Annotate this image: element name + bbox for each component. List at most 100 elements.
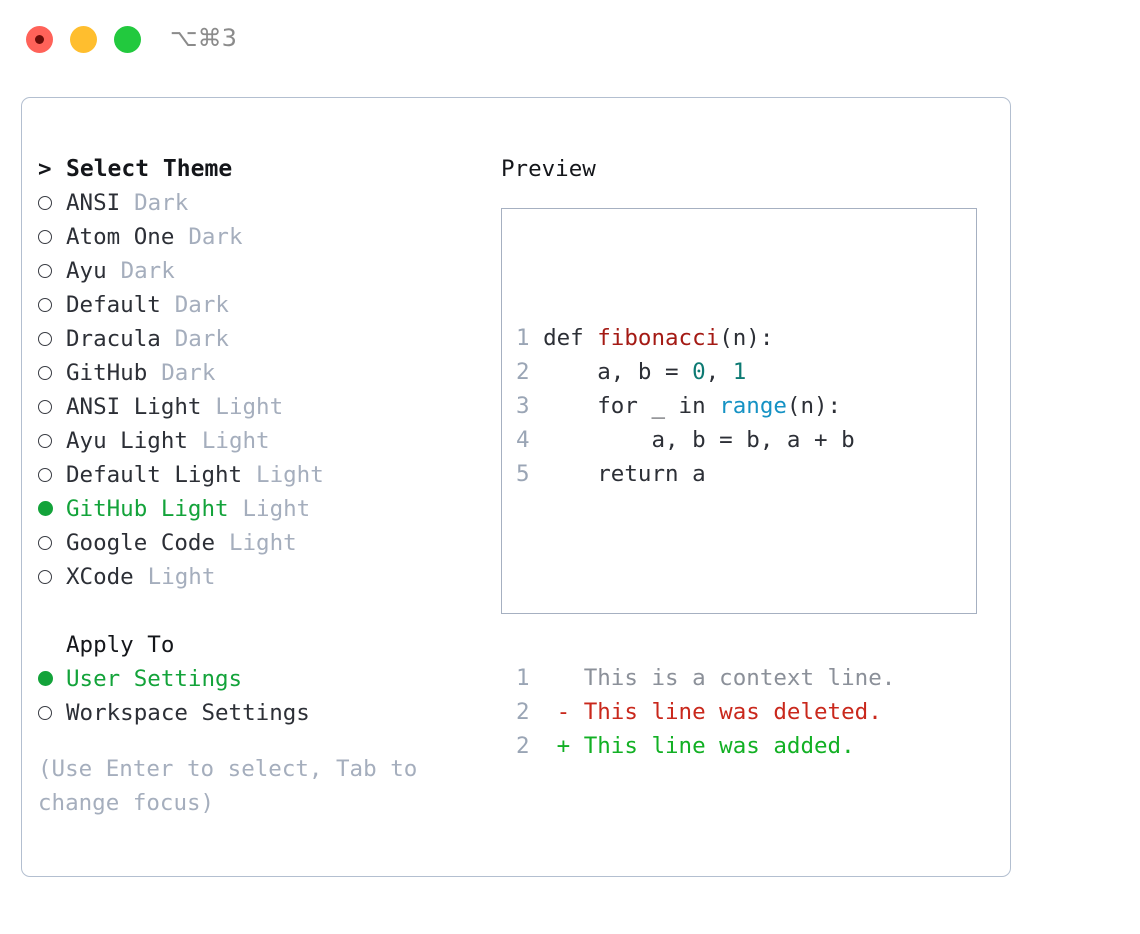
theme-mode-badge: Dark	[134, 190, 189, 216]
code-line: 1 def fibonacci(n):	[516, 321, 895, 355]
radio-unselected-icon	[38, 560, 66, 594]
close-button[interactable]	[26, 26, 53, 53]
theme-name-label: Default Light	[66, 462, 243, 488]
theme-name-label: Ayu	[66, 258, 107, 284]
code-line: 3 for _ in range(n):	[516, 389, 895, 423]
apply-to-option-label: Workspace Settings	[66, 700, 310, 726]
code-token: ,	[705, 359, 733, 385]
prompt-caret-icon: >	[38, 156, 52, 182]
theme-mode-badge: Dark	[120, 258, 175, 284]
theme-name-label: Default	[66, 292, 161, 318]
maximize-button[interactable]	[114, 26, 141, 53]
radio-unselected-icon	[38, 254, 66, 288]
preview-title: Preview	[501, 156, 596, 182]
radio-unselected-icon	[38, 526, 66, 560]
theme-mode-badge: Light	[228, 530, 297, 556]
theme-option-row[interactable]: Ayu Light Light	[38, 424, 478, 458]
radio-unselected-icon	[38, 458, 66, 492]
theme-option-row[interactable]: Atom One Dark	[38, 220, 478, 254]
theme-name-label: ANSI	[66, 190, 121, 216]
apply-to-option-row[interactable]: Workspace Settings	[38, 696, 478, 730]
diff-line-number: 2	[516, 733, 530, 759]
code-token: 1	[732, 359, 747, 385]
diff-lines: 1 This is a context line. 2 - This line w…	[516, 661, 895, 763]
diff-sign: +	[556, 733, 571, 759]
diff-line: 1 This is a context line.	[516, 661, 895, 695]
line-number: 1	[516, 325, 530, 351]
theme-mode-badge: Dark	[174, 326, 229, 352]
code-token: (n):	[786, 393, 842, 419]
radio-unselected-icon	[38, 696, 66, 730]
diff-line: 2 + This line was added.	[516, 729, 895, 763]
code-token: fibonacci	[597, 325, 720, 351]
diff-line-number: 2	[516, 699, 530, 725]
diff-text: This is a context line.	[583, 665, 896, 691]
diff-text: This line was deleted.	[583, 699, 882, 725]
theme-mode-badge: Dark	[188, 224, 243, 250]
theme-mode-badge: Light	[242, 496, 311, 522]
theme-name-label: Atom One	[66, 224, 175, 250]
line-number: 4	[516, 427, 530, 453]
apply-to-option-label: User Settings	[66, 666, 243, 692]
line-number: 5	[516, 461, 530, 487]
theme-option-row[interactable]: ANSI Dark	[38, 186, 478, 220]
code-diff-gap	[516, 559, 895, 593]
theme-list-header: > Select Theme	[38, 152, 478, 186]
theme-option-row[interactable]: Dracula Dark	[38, 322, 478, 356]
radio-selected-icon	[38, 662, 66, 696]
radio-unselected-icon	[38, 424, 66, 458]
theme-option-row[interactable]: Default Dark	[38, 288, 478, 322]
radio-selected-icon	[38, 492, 66, 526]
window-controls	[26, 26, 141, 53]
theme-mode-badge: Light	[201, 428, 270, 454]
radio-unselected-icon	[38, 356, 66, 390]
code-token: 0	[692, 359, 706, 385]
theme-option-row[interactable]: XCode Light	[38, 560, 478, 594]
apply-to-option-row[interactable]: User Settings	[38, 662, 478, 696]
minimize-button[interactable]	[70, 26, 97, 53]
radio-unselected-icon	[38, 220, 66, 254]
keyboard-hint-text: (Use Enter to select, Tab to change focu…	[38, 756, 418, 816]
radio-unselected-icon	[38, 390, 66, 424]
keyboard-shortcut-label: ⌥⌘3	[170, 24, 237, 52]
preview-column: Preview 1 def fibonacci(n):2 a, b = 0, 1…	[501, 152, 1001, 759]
theme-mode-badge: Light	[215, 394, 284, 420]
theme-name-label: Dracula	[66, 326, 161, 352]
theme-mode-badge: Dark	[174, 292, 229, 318]
apply-to-heading-label: Apply To	[66, 632, 175, 658]
theme-name-label: Ayu Light	[66, 428, 188, 454]
theme-option-row[interactable]: Ayu Dark	[38, 254, 478, 288]
radio-unselected-icon	[38, 288, 66, 322]
diff-text: This line was added.	[583, 733, 855, 759]
code-token: range	[719, 393, 787, 419]
line-number: 2	[516, 359, 530, 385]
theme-option-row[interactable]: ANSI Light Light	[38, 390, 478, 424]
theme-name-label: Google Code	[66, 530, 216, 556]
code-token: for _ in	[543, 393, 720, 419]
theme-name-label: ANSI Light	[66, 394, 202, 420]
page-title: Select Theme	[66, 156, 233, 182]
code-line: 4 a, b = b, a + b	[516, 423, 895, 457]
code-line: 2 a, b = 0, 1	[516, 355, 895, 389]
list-spacer	[38, 594, 478, 628]
code-token: a, b =	[543, 359, 693, 385]
theme-name-label: XCode	[66, 564, 134, 590]
code-token: return a	[543, 461, 706, 487]
code-line: 5 return a	[516, 457, 895, 491]
theme-option-row[interactable]: Google Code Light	[38, 526, 478, 560]
code-token: def	[543, 325, 598, 351]
code-token: a, b = b, a + b	[543, 427, 855, 453]
diff-sign: -	[556, 699, 571, 725]
apply-to-heading: Apply To	[38, 628, 478, 662]
theme-mode-badge: Dark	[161, 360, 216, 386]
theme-mode-badge: Light	[147, 564, 216, 590]
